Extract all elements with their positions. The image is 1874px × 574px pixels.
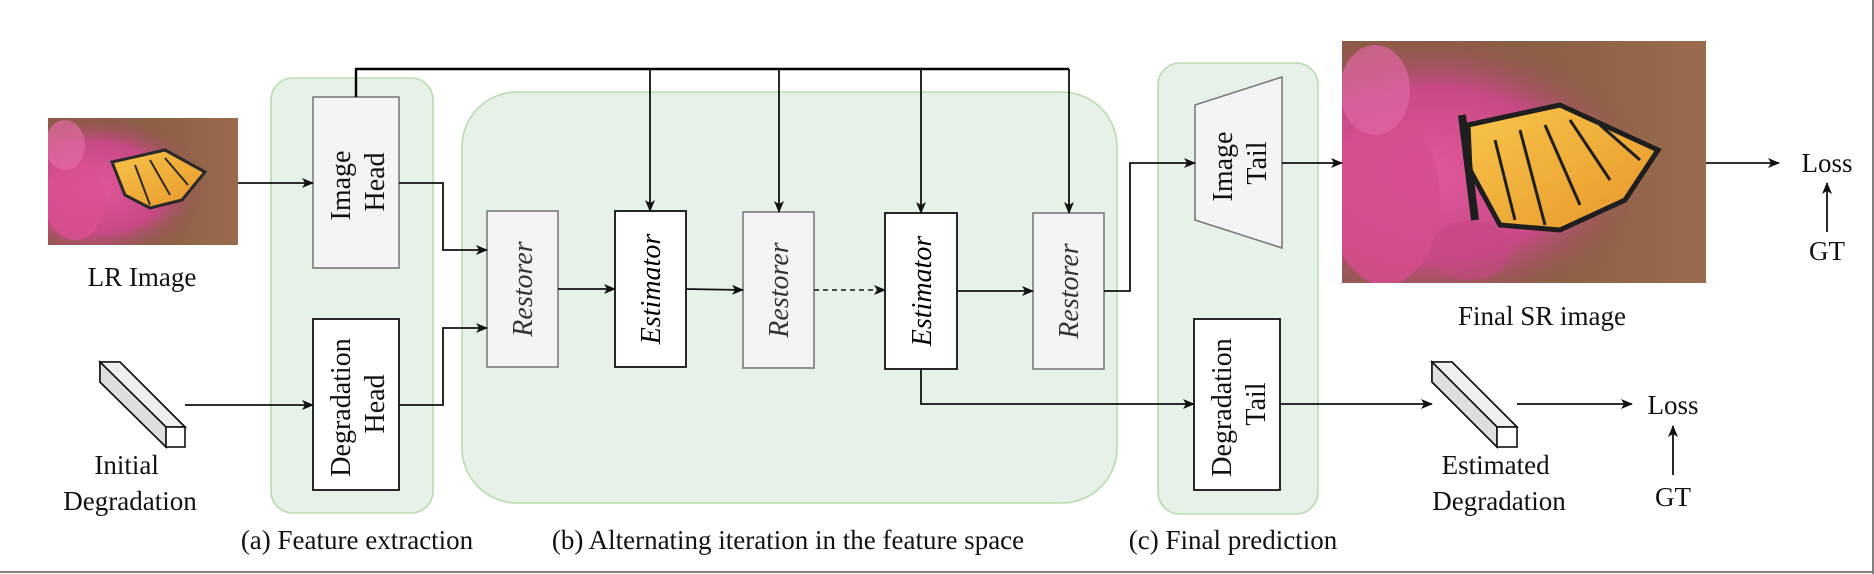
image-gt-label: GT — [1809, 236, 1845, 266]
restorer-block-2: Restorer — [742, 211, 815, 369]
lr-image — [48, 118, 238, 245]
arrow-estimator1-to-restorer2 — [685, 284, 744, 295]
initial-degradation-label: Initial Degradation — [63, 450, 197, 516]
svg-text:Restorer: Restorer — [1054, 243, 1085, 339]
degradation-gt-label: GT — [1655, 482, 1691, 512]
final-sr-image — [1342, 41, 1706, 283]
caption-stage-c: (c) Final prediction — [1129, 525, 1338, 555]
estimated-degradation-label: Estimated Degradation — [1432, 450, 1566, 516]
arrow-image-head-to-restorer — [399, 182, 488, 255]
caption-stage-a: (a) Feature extraction — [241, 525, 474, 555]
estimator-block-1: Estimator — [614, 210, 687, 368]
image-head-block: Image Head — [312, 96, 400, 269]
arrow-estimator2-to-degradation-tail — [920, 369, 1195, 409]
svg-text:Estimator: Estimator — [636, 234, 667, 346]
image-loss-label: Loss — [1801, 148, 1852, 178]
caption-stage-b: (b) Alternating iteration in the feature… — [552, 525, 1024, 555]
estimator-block-2: Estimator — [884, 212, 958, 370]
restorer-block-3: Restorer — [1032, 212, 1105, 370]
skip-bus — [354, 67, 1069, 97]
final-sr-image-label: Final SR image — [1458, 301, 1626, 331]
svg-text:Degradation Head: Degradation Head — [326, 331, 391, 476]
restorer-block-1: Restorer — [486, 210, 559, 368]
lr-image-label: LR Image — [88, 262, 197, 292]
svg-text:Image Head: Image Head — [326, 144, 391, 221]
connectors — [185, 67, 1832, 475]
arrow-restorer3-to-image-tail — [1104, 158, 1196, 292]
svg-text:Image Tail: Image Tail — [1208, 125, 1273, 202]
svg-text:Restorer: Restorer — [508, 241, 539, 337]
image-tail-block: Image Tail — [1194, 75, 1283, 250]
degradation-head-block: Degradation Head — [312, 318, 400, 491]
initial-degradation-cuboid-icon — [98, 360, 187, 449]
svg-text:Estimator: Estimator — [907, 236, 938, 348]
svg-text:Restorer: Restorer — [764, 242, 795, 338]
svg-text:Degradation Tail: Degradation Tail — [1207, 331, 1272, 476]
estimated-degradation-cuboid-icon — [1430, 360, 1519, 449]
degradation-loss-label: Loss — [1647, 390, 1698, 420]
arrow-deg-head-to-restorer — [399, 323, 488, 406]
degradation-tail-block: Degradation Tail — [1193, 318, 1281, 491]
